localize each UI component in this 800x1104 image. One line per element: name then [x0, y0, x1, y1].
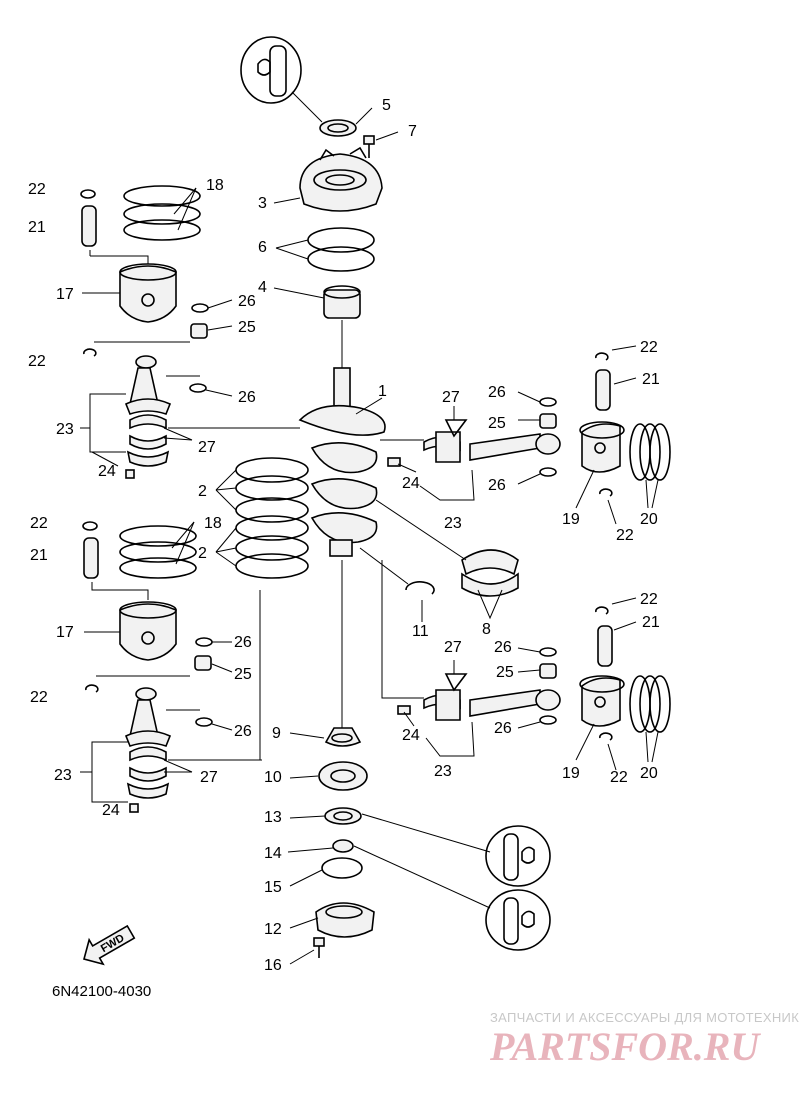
- o-ring-15: [289, 857, 363, 887]
- callout-22: 22: [640, 591, 658, 608]
- callout-3: 3: [258, 195, 267, 212]
- callout-9: 9: [272, 725, 281, 742]
- callout-25: 25: [234, 666, 252, 683]
- callout-22: 22: [28, 181, 46, 198]
- grease-detail-bubble-13: [485, 825, 551, 887]
- callout-27: 27: [442, 389, 460, 406]
- callout-25: 25: [488, 415, 506, 432]
- ball-bearing-10: [289, 761, 368, 791]
- callout-24: 24: [102, 802, 120, 819]
- callout-13: 13: [264, 809, 282, 826]
- callout-19: 19: [562, 511, 580, 528]
- grease-detail-bubble-14: [485, 889, 551, 951]
- callout-6: 6: [258, 239, 267, 256]
- circlip-11: [359, 547, 435, 622]
- callout-27: 27: [200, 769, 218, 786]
- needle-bearing-8: [375, 499, 519, 620]
- fwd-arrow: FWD: [83, 924, 136, 966]
- watermark-logo: PARTSFOR.RU: [489, 1024, 761, 1069]
- callout-16: 16: [264, 957, 282, 974]
- callout-5: 5: [382, 97, 391, 114]
- callout-26: 26: [234, 634, 252, 651]
- callout-21: 21: [30, 547, 48, 564]
- callout-4: 4: [258, 279, 267, 296]
- callout-2: 2: [198, 483, 207, 500]
- callout-23: 23: [56, 421, 74, 438]
- callout-14: 14: [264, 845, 282, 862]
- callout-8: 8: [482, 621, 491, 638]
- callout-22: 22: [30, 515, 48, 532]
- callout-22: 22: [610, 769, 628, 786]
- callout-17: 17: [56, 286, 74, 303]
- callout-26: 26: [238, 293, 256, 310]
- callout-22: 22: [30, 689, 48, 706]
- callout-23: 23: [434, 763, 452, 780]
- catalog-code: 6N42100-4030: [52, 983, 151, 1000]
- callout-21: 21: [642, 614, 660, 631]
- callout-21: 21: [642, 371, 660, 388]
- callout-26: 26: [234, 723, 252, 740]
- callout-1: 1: [378, 383, 387, 400]
- callout-17: 17: [56, 624, 74, 641]
- callout-20: 20: [640, 765, 658, 782]
- roller-bearing-4: [273, 285, 361, 368]
- callout-26: 26: [494, 639, 512, 656]
- callout-24: 24: [402, 727, 420, 744]
- callout-10: 10: [264, 769, 282, 786]
- left-upper-piston-assembly: [80, 185, 300, 479]
- callout-22: 22: [28, 353, 46, 370]
- bolt-7: [363, 131, 399, 158]
- callout-11: 11: [412, 623, 429, 640]
- grease-detail-bubble-top: [240, 36, 323, 123]
- callout-20: 20: [640, 511, 658, 528]
- oil-seal-13: [289, 807, 491, 853]
- callout-27: 27: [198, 439, 216, 456]
- oil-seal-5: [319, 107, 373, 137]
- callout-2: 2: [198, 545, 207, 562]
- callout-18: 18: [204, 515, 222, 532]
- callout-24: 24: [402, 475, 420, 492]
- watermark-tagline: ЗАПЧАСТИ И АКСЕССУАРЫ ДЛЯ МОТОТЕХНИКИ: [490, 1010, 800, 1025]
- labyrinth-seal-9: [289, 560, 362, 747]
- bolt-16: [289, 937, 325, 965]
- callout-18: 18: [206, 177, 224, 194]
- callout-26: 26: [488, 384, 506, 401]
- callout-25: 25: [496, 664, 514, 681]
- o-rings-6: [275, 227, 375, 272]
- upper-bearing-housing-3: [273, 146, 383, 212]
- callout-12: 12: [264, 921, 282, 938]
- callout-15: 15: [264, 879, 282, 896]
- callout-22: 22: [640, 339, 658, 356]
- callout-23: 23: [444, 515, 462, 532]
- right-lower-piston-assembly: [381, 560, 671, 771]
- left-lower-piston-assembly: [80, 521, 262, 813]
- callout-26: 26: [238, 389, 256, 406]
- callout-7: 7: [408, 123, 417, 140]
- callout-26: 26: [488, 477, 506, 494]
- lower-bearing-housing-12: [289, 902, 375, 938]
- callout-27: 27: [444, 639, 462, 656]
- callout-22: 22: [616, 527, 634, 544]
- callout-23: 23: [54, 767, 72, 784]
- crankshaft-1: [298, 367, 386, 557]
- callout-19: 19: [562, 765, 580, 782]
- oil-seal-14: [287, 839, 491, 909]
- callout-21: 21: [28, 219, 46, 236]
- right-upper-piston-assembly: [380, 345, 671, 525]
- callout-26: 26: [494, 720, 512, 737]
- fwd-label: FWD: [99, 932, 127, 955]
- piston-ring-set-2: [215, 457, 309, 760]
- callout-25: 25: [238, 319, 256, 336]
- callout-24: 24: [98, 463, 116, 480]
